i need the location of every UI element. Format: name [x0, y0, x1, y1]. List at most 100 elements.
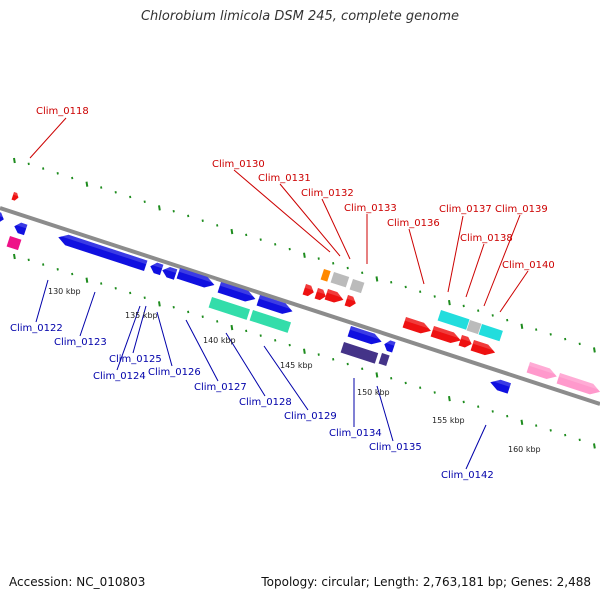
gene-red-0136[interactable] [402, 317, 433, 336]
gene-blue-left-2[interactable] [13, 221, 28, 236]
tick-135-kbp: 135 kbp [125, 311, 158, 320]
gene-red-0133b[interactable] [344, 295, 358, 309]
leader-line-bottom [116, 305, 141, 371]
gene-clim-0122-0123[interactable] [57, 232, 148, 272]
label-clim-0139[interactable]: Clim_0139 [495, 204, 548, 215]
guide-dot [158, 205, 161, 211]
label-clim-0138[interactable]: Clim_0138 [460, 233, 513, 244]
label-clim-0135[interactable]: Clim_0135 [369, 442, 422, 453]
tick-145-kbp: 145 kbp [280, 361, 313, 370]
accession-text: Accession: NC_010803 [9, 575, 146, 589]
gene-clim-0127[interactable] [217, 282, 258, 304]
gene-navy-0135[interactable] [378, 353, 390, 366]
gene-green-2[interactable] [249, 310, 292, 333]
guide-dot [520, 323, 524, 329]
label-clim-0129[interactable]: Clim_0129 [284, 411, 337, 422]
gene-red-0138[interactable] [458, 335, 474, 349]
leader-line-top [321, 198, 351, 260]
leader-line-bottom [156, 311, 173, 367]
leader-line-bottom [465, 424, 487, 470]
gene-gray-0131[interactable] [330, 272, 350, 288]
gene-blue-0134b[interactable] [383, 339, 396, 353]
dotted-guides [13, 157, 596, 449]
label-clim-0130[interactable]: Clim_0130 [212, 159, 265, 170]
guide-dot [85, 277, 89, 283]
label-clim-0137[interactable]: Clim_0137 [439, 204, 492, 215]
gene-red-0132b[interactable] [324, 289, 346, 305]
label-clim-0124[interactable]: Clim_0124 [93, 371, 146, 382]
guide-dot [158, 301, 161, 307]
gene-features [0, 192, 600, 397]
gene-pink-1[interactable] [526, 362, 559, 382]
gene-orange-0130[interactable] [320, 269, 331, 282]
guide-dot [448, 395, 451, 402]
gene-clim-0125[interactable] [161, 265, 178, 280]
gene-green-1[interactable] [208, 297, 251, 320]
leader-line-top [279, 183, 341, 257]
leader-line-bottom [185, 319, 219, 382]
label-clim-0126[interactable]: Clim_0126 [148, 367, 201, 378]
leader-line-top [499, 270, 529, 313]
gene-pink-2[interactable] [556, 373, 600, 397]
gene-clim-0124[interactable] [149, 261, 164, 276]
guide-dot [303, 252, 306, 258]
gene-labels: Clim_0118 Clim_0130 Clim_0131 Clim_0132 … [10, 106, 555, 481]
gene-red-0139[interactable] [470, 340, 497, 358]
label-clim-0122[interactable]: Clim_0122 [10, 323, 63, 334]
label-clim-0142[interactable]: Clim_0142 [441, 470, 494, 481]
leader-line-bottom [376, 385, 394, 442]
guide-dot [375, 372, 379, 378]
gene-blue-left[interactable] [0, 211, 6, 225]
label-clim-0140[interactable]: Clim_0140 [502, 260, 555, 271]
leader-line-top [233, 169, 331, 253]
leader-line-top [408, 228, 425, 285]
genome-backbone [0, 206, 600, 406]
gene-navy-0134[interactable] [340, 342, 379, 364]
label-clim-0134[interactable]: Clim_0134 [329, 428, 382, 439]
tick-130-kbp: 130 kbp [48, 287, 81, 296]
map-title: Chlorobium limicola DSM 245, complete ge… [140, 9, 460, 24]
leader-line-bottom [225, 332, 266, 397]
label-clim-0118[interactable]: Clim_0118 [36, 106, 89, 117]
scale-ticks: 130 kbp 135 kbp 140 kbp 145 kbp 150 kbp … [48, 287, 541, 454]
genome-summary-text: Topology: circular; Length: 2,763,181 bp… [261, 575, 591, 589]
label-leaders [29, 117, 529, 470]
tick-155-kbp: 155 kbp [432, 416, 465, 425]
guide-dot [520, 419, 524, 425]
label-clim-0128[interactable]: Clim_0128 [239, 397, 292, 408]
gene-cyan-2[interactable] [478, 324, 503, 342]
label-clim-0132[interactable]: Clim_0132 [301, 188, 354, 199]
leader-line-bottom [263, 345, 309, 411]
gene-gray-0132[interactable] [349, 279, 365, 294]
leader-line-bottom [132, 305, 147, 354]
gene-gray-right[interactable] [466, 320, 482, 335]
leader-line-top [465, 243, 485, 298]
gene-magenta-left[interactable] [6, 236, 22, 251]
tick-140-kbp: 140 kbp [203, 336, 236, 345]
gene-red-0130b[interactable] [302, 284, 316, 298]
gene-cyan-1[interactable] [437, 310, 470, 330]
guide-dot [593, 347, 596, 353]
leader-line-bottom [79, 291, 96, 337]
label-clim-0131[interactable]: Clim_0131 [258, 173, 311, 184]
gene-clim-0128[interactable] [256, 295, 295, 317]
gene-clim-0126[interactable] [176, 268, 217, 290]
label-clim-0125[interactable]: Clim_0125 [109, 354, 162, 365]
label-clim-0127[interactable]: Clim_0127 [194, 382, 247, 393]
guide-dot [13, 157, 16, 164]
guide-dot [448, 299, 451, 306]
gene-blue-0142[interactable] [489, 377, 512, 394]
guide-dot [303, 348, 306, 354]
label-clim-0136[interactable]: Clim_0136 [387, 218, 440, 229]
leader-line-top [447, 215, 464, 293]
tick-150-kbp: 150 kbp [357, 388, 390, 397]
gene-red-0118[interactable] [11, 192, 20, 201]
label-clim-0123[interactable]: Clim_0123 [54, 337, 107, 348]
label-clim-0133[interactable]: Clim_0133 [344, 203, 397, 214]
guide-dot [593, 443, 596, 449]
gene-blue-0134[interactable] [347, 326, 384, 347]
gene-red-0131b[interactable] [314, 288, 328, 302]
gene-red-0137[interactable] [430, 326, 463, 346]
guide-dot [230, 324, 234, 331]
